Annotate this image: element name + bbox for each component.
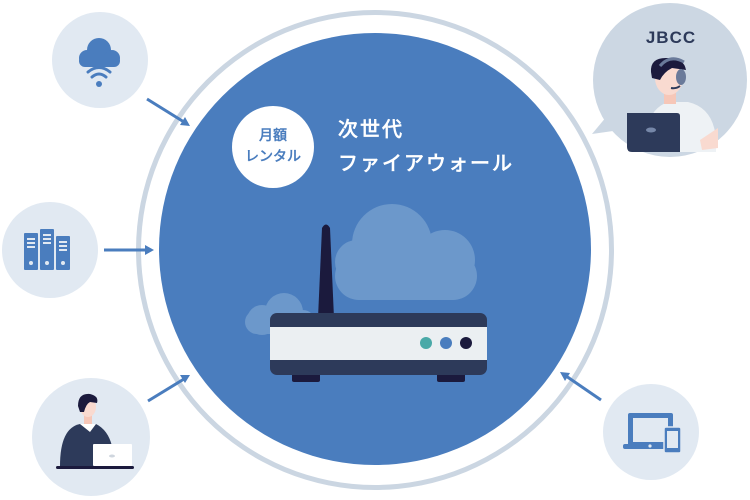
status-led-dark (460, 337, 472, 349)
title-line-2: ファイアウォール (338, 151, 514, 175)
arrow-icon (560, 372, 602, 402)
arrow-icon (146, 97, 190, 126)
status-led-blue (440, 337, 452, 349)
antenna-icon (318, 224, 334, 318)
status-led-teal (420, 337, 432, 349)
badge-line-1: 月額 (259, 128, 287, 144)
cloud-icon (335, 204, 477, 300)
jbcc-label: JBCC (645, 28, 697, 47)
arrow-icon (104, 245, 154, 255)
monthly-rental-badge: 月額 レンタル (232, 106, 314, 188)
title-line-1: 次世代 (338, 117, 404, 141)
product-title: 次世代 ファイアウォール (338, 112, 514, 180)
arrow-icon (147, 375, 190, 403)
badge-line-2: レンタル (245, 149, 301, 165)
